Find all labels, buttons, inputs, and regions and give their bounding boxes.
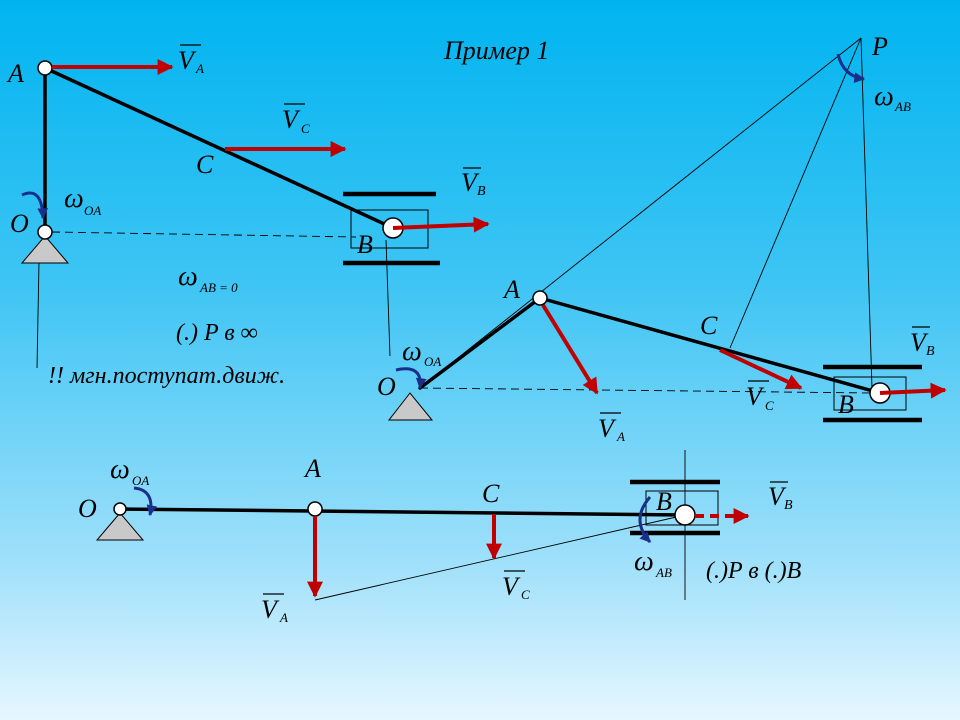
v-symbol: V <box>502 572 521 601</box>
fig1-omega-OA-label: ω OA <box>64 183 101 218</box>
fig1-note-pole-infinity: (.) P в ∞ <box>176 320 258 346</box>
omega-subscript: OA <box>132 473 149 488</box>
fig2-omega-OA-arrow <box>395 367 427 390</box>
fig1-guide-line-right <box>385 239 391 357</box>
fig1-vector-VB <box>392 216 490 233</box>
fig2-omega-AB-label: ω AB <box>874 81 911 114</box>
fig2-vector-VC <box>719 348 803 390</box>
fig2-vector-VB <box>879 382 947 399</box>
v-subscript: A <box>279 610 288 625</box>
fig3-label-O: O <box>78 494 97 523</box>
fig2-VC-label: V C <box>746 380 774 413</box>
fig2-label-O: O <box>377 372 396 401</box>
fig1-joint-O <box>37 224 53 240</box>
fig3-joint-O <box>113 502 127 516</box>
fig3-VC-label: V C <box>502 570 530 602</box>
fig2-line-C-P <box>729 37 862 349</box>
v-subscript: C <box>765 398 774 413</box>
omega-symbol: ω <box>178 261 198 292</box>
fig3-omega-AB-arrow <box>638 496 652 544</box>
fig3-label-B: B <box>656 487 672 516</box>
omega-subscript: AB <box>894 99 911 114</box>
fig2-omega-OA-label: ω OA <box>402 336 441 369</box>
fig2-VA-label: V A <box>598 412 625 444</box>
fig2-joint-A <box>532 290 548 306</box>
fig3-joint-A <box>307 501 323 517</box>
fig1-omega-OA-arrow <box>21 191 49 220</box>
fig1-label-B: B <box>357 230 373 259</box>
v-symbol: V <box>261 595 280 624</box>
fig3-velocity-envelope-line <box>314 514 686 601</box>
figure-3: O A C B (.)P в (.)B ω OA V B ω AB V C V … <box>78 450 802 625</box>
v-symbol: V <box>178 46 197 75</box>
fig2-support-O <box>387 392 434 421</box>
omega-subscript: AB = 0 <box>199 280 238 295</box>
fig2-line-O-P <box>419 37 862 389</box>
omega-symbol: ω <box>874 81 894 112</box>
fig2-omega-AB-arrow <box>836 53 866 83</box>
figure-1: A C O B V A V C V B ω OA ω AB = 0 (.) P … <box>6 44 490 389</box>
fig3-note-pole-at-B: (.)P в (.)B <box>706 558 802 584</box>
fig3-omega-OA-arrow <box>133 486 158 517</box>
fig1-joint-A <box>37 60 53 76</box>
omega-symbol: ω <box>64 183 84 214</box>
fig3-label-A: A <box>303 454 321 483</box>
slide-title: Пример 1 <box>443 36 549 65</box>
fig2-label-P: P <box>871 32 888 61</box>
v-symbol: V <box>282 105 301 134</box>
v-subscript: A <box>195 61 204 76</box>
fig1-VB-label: V B <box>461 167 486 199</box>
fig1-rod-AB <box>43 66 395 230</box>
fig1-omega-AB-zero-label: ω AB = 0 <box>178 261 238 295</box>
fig3-VA-label: V A <box>261 593 288 625</box>
figure-2: P A C O B ω AB ω OA V B V C V A <box>377 32 947 444</box>
v-symbol: V <box>461 168 480 197</box>
fig1-label-C: C <box>196 150 214 179</box>
fig1-VC-label: V C <box>282 103 310 136</box>
fig1-label-A: A <box>6 59 24 88</box>
fig1-label-O: O <box>10 209 29 238</box>
fig2-line-P-B <box>860 37 873 389</box>
fig2-label-C: C <box>700 311 718 340</box>
v-subscript: A <box>616 429 625 444</box>
omega-symbol: ω <box>110 454 130 485</box>
v-symbol: V <box>746 382 765 411</box>
omega-subscript: AB <box>655 565 672 580</box>
v-subscript: C <box>521 587 530 602</box>
fig2-label-A: A <box>502 275 520 304</box>
fig2-baseline <box>419 387 873 394</box>
v-subscript: B <box>477 184 486 199</box>
v-symbol: V <box>768 482 787 511</box>
omega-subscript: OA <box>424 354 441 369</box>
v-subscript: C <box>301 121 310 136</box>
omega-symbol: ω <box>634 546 654 577</box>
fig3-omega-AB-label: ω AB <box>634 546 672 580</box>
v-symbol: V <box>910 328 929 357</box>
v-symbol: V <box>598 414 617 443</box>
fig2-VB-label: V B <box>910 326 935 359</box>
fig2-label-B: B <box>838 390 854 419</box>
fig3-crank-and-rod <box>118 507 687 517</box>
fig1-VA-label: V A <box>178 44 204 76</box>
fig3-support-O <box>95 512 145 541</box>
fig3-label-C: C <box>482 479 500 508</box>
fig2-crank-OA <box>418 296 542 390</box>
fig3-joint-B <box>674 504 696 526</box>
fig3-omega-OA-label: ω OA <box>110 454 149 488</box>
v-subscript: B <box>926 344 935 359</box>
v-subscript: B <box>784 498 793 513</box>
fig1-support-O <box>20 235 70 264</box>
fig2-vector-VA <box>541 303 599 395</box>
fig1-guide-line-left <box>36 261 40 369</box>
fig3-VB-label: V B <box>768 481 793 513</box>
omega-subscript: OA <box>84 203 101 218</box>
fig1-note-translational-motion: !! мгн.поступат.движ. <box>48 363 285 389</box>
fig1-slider-block <box>350 209 429 249</box>
omega-symbol: ω <box>402 336 422 367</box>
fig2-rod-AB <box>538 296 882 395</box>
fig1-baseline <box>51 231 357 238</box>
